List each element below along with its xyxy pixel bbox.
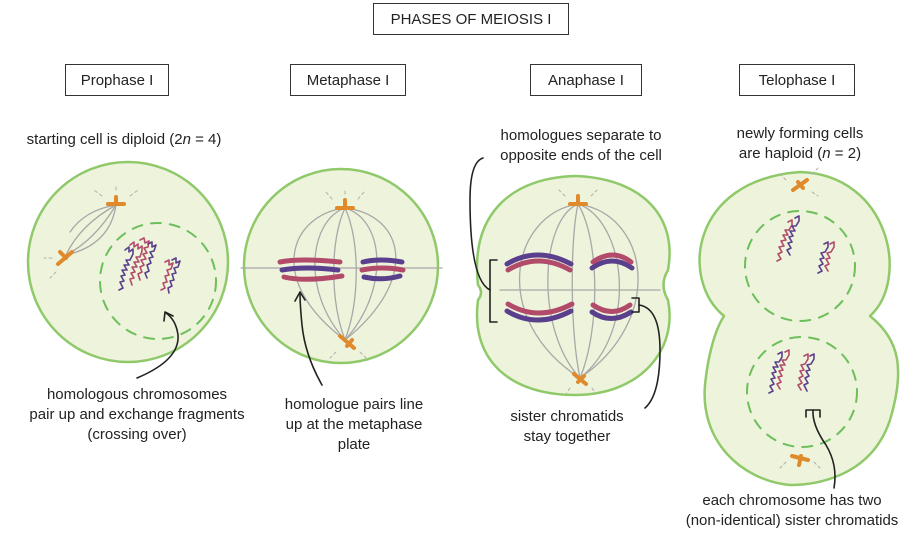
- telophase-callout: [812, 409, 836, 489]
- metaphase-spindle: [293, 207, 397, 341]
- prophase-top-note: starting cell is diploid (2n = 4): [26, 131, 222, 148]
- anaphase-bracket-left: [489, 259, 498, 323]
- telophase-centrosome-bottom: [790, 454, 810, 467]
- anaphase-chromosomes: [504, 252, 635, 323]
- prophase-nucleus: [99, 222, 217, 340]
- prophase-centrosome-top: [106, 195, 126, 206]
- anaphase-top-callout: [469, 157, 491, 291]
- metaphase-arrowhead: [294, 291, 306, 302]
- telophase-centrosome-top: [791, 178, 809, 192]
- telophase-bottom-note: each chromosome has two (non-identical) …: [685, 492, 899, 529]
- anaphase-centrosome-top: [568, 194, 588, 206]
- anaphase-centrosome-bottom: [572, 372, 588, 386]
- anaphase-bottom-note: sister chromatids stay together: [510, 408, 624, 445]
- anaphase-spindle: [518, 203, 639, 379]
- phase-label-telophase: Telophase I: [739, 64, 855, 96]
- prophase-bottom-note: homologous chromosomes pair up and excha…: [29, 386, 245, 443]
- anaphase-cell: [475, 174, 671, 397]
- prophase-arrow: [136, 312, 179, 379]
- anaphase-top-note: homologues separate to opposite ends of …: [500, 127, 662, 164]
- telophase-top-nucleus: [744, 210, 856, 322]
- anaphase-bottom-callout: [638, 304, 661, 409]
- metaphase-chromosomes: [277, 257, 406, 282]
- phase-label-anaphase: Anaphase I: [530, 64, 642, 96]
- anaphase-astral-rays: [558, 189, 598, 395]
- diagram-title: PHASES OF MEIOSIS I: [373, 3, 569, 35]
- metaphase-centrosome-bottom: [338, 334, 356, 350]
- metaphase-cell: [242, 167, 440, 365]
- telophase-chromosomes: [768, 215, 835, 394]
- telophase-bottom-nucleus: [746, 336, 858, 448]
- telophase-astral-rays: [779, 167, 821, 469]
- phase-label-prophase: Prophase I: [65, 64, 169, 96]
- metaphase-centrosome-top: [335, 198, 355, 210]
- prophase-arrowhead: [163, 311, 174, 322]
- prophase-centrosome-left: [56, 250, 74, 266]
- prophase-chromosomes: [118, 237, 181, 294]
- metaphase-arrow: [299, 292, 323, 386]
- metaphase-astral-rays: [325, 187, 367, 359]
- prophase-astral-rays: [43, 183, 139, 279]
- metaphase-bottom-note: homologue pairs line up at the metaphase…: [284, 396, 424, 453]
- phase-label-metaphase: Metaphase I: [290, 64, 406, 96]
